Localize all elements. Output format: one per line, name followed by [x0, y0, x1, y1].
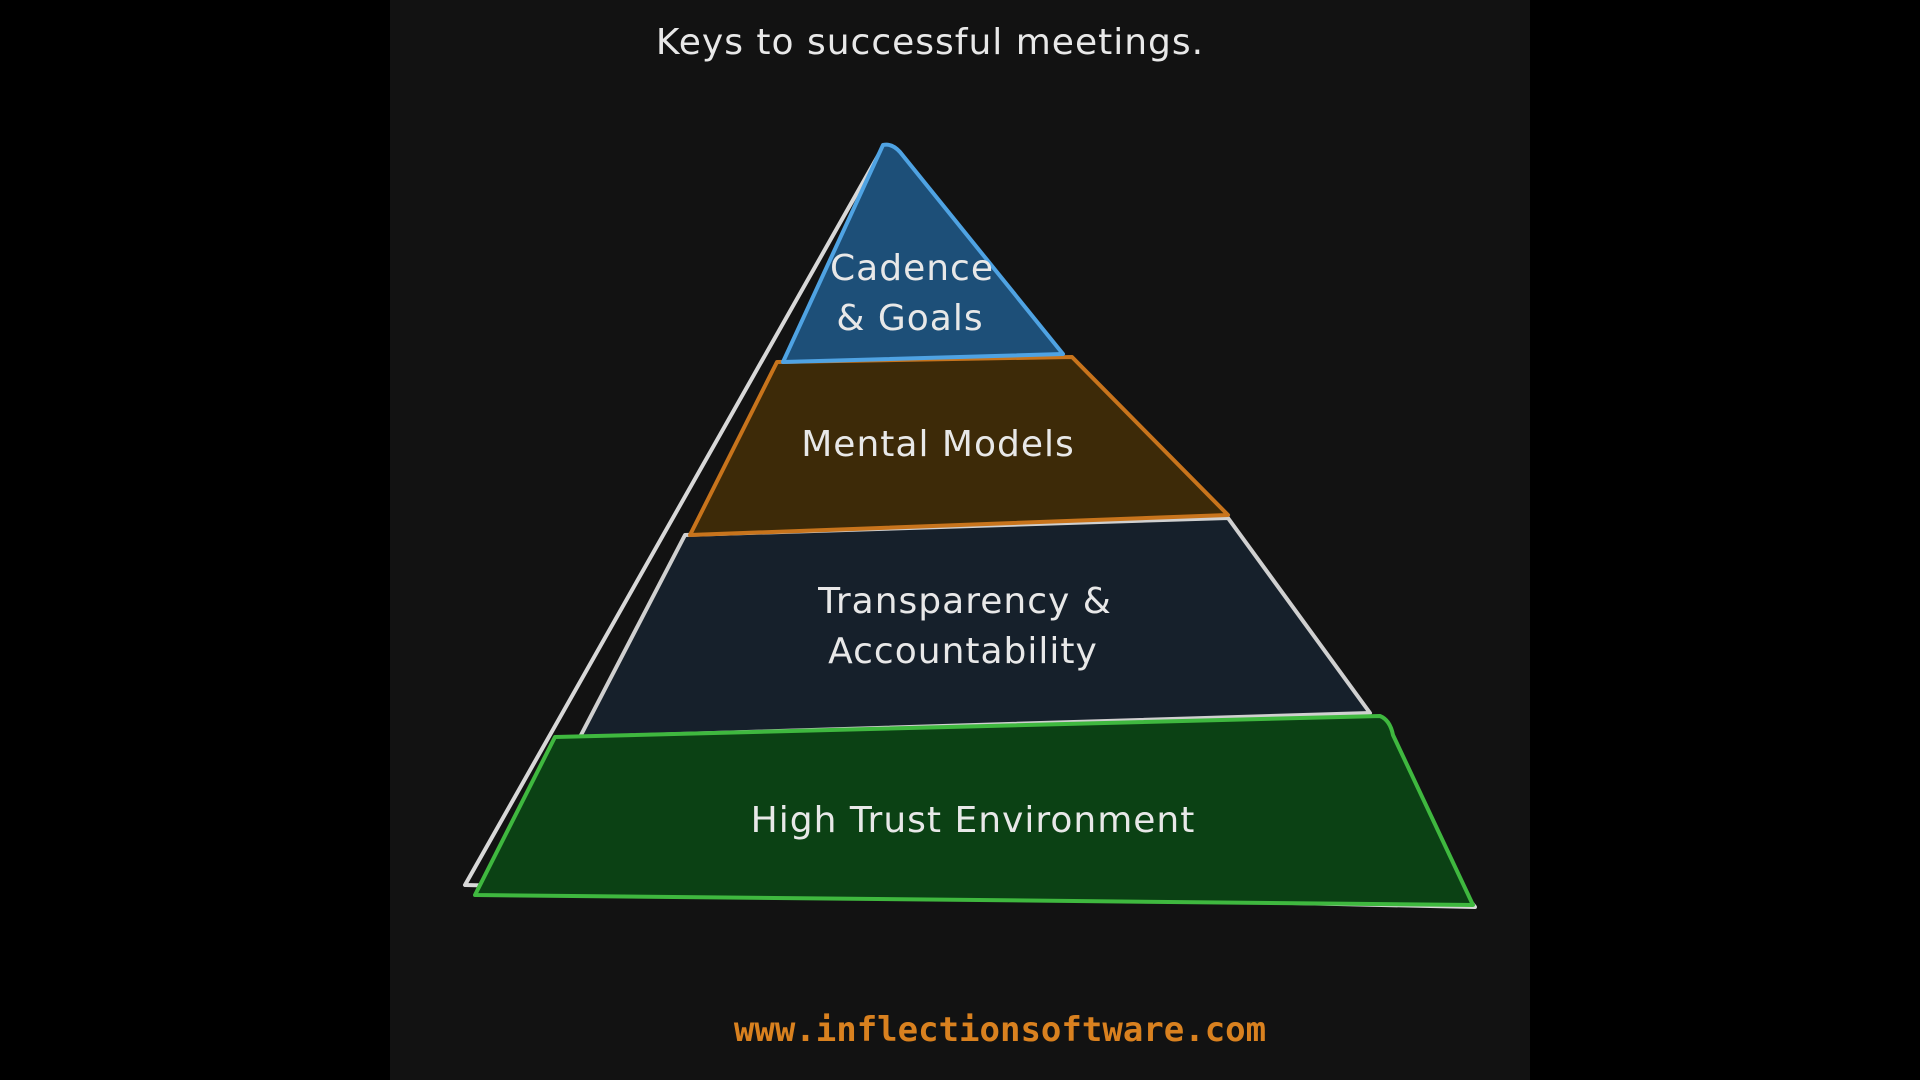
layer-label-accountability: Accountability — [828, 631, 1098, 672]
pyramid-layer-transparency — [578, 516, 1372, 739]
layer-label-high-trust: High Trust Environment — [751, 800, 1196, 841]
layer-label-transparency: Transparency & — [817, 581, 1112, 622]
website-url: www.inflectionsoftware.com — [733, 1010, 1267, 1050]
pyramid-layer-high-trust — [473, 714, 1475, 907]
layer-label-cadence: Cadence — [830, 248, 994, 289]
pyramid-diagram: Cadence & Goals Mental Models Transparen… — [463, 142, 1477, 909]
layer-label-mental-models: Mental Models — [801, 424, 1075, 465]
layer-label-goals: & Goals — [836, 298, 983, 339]
pyramid-layer-mental-models — [688, 355, 1230, 537]
diagram-panel: Keys to successful meetings. Cadence & G… — [390, 0, 1530, 1080]
pyramid-layer-cadence-goals — [781, 142, 1065, 364]
diagram-title: Keys to successful meetings. — [655, 22, 1205, 63]
